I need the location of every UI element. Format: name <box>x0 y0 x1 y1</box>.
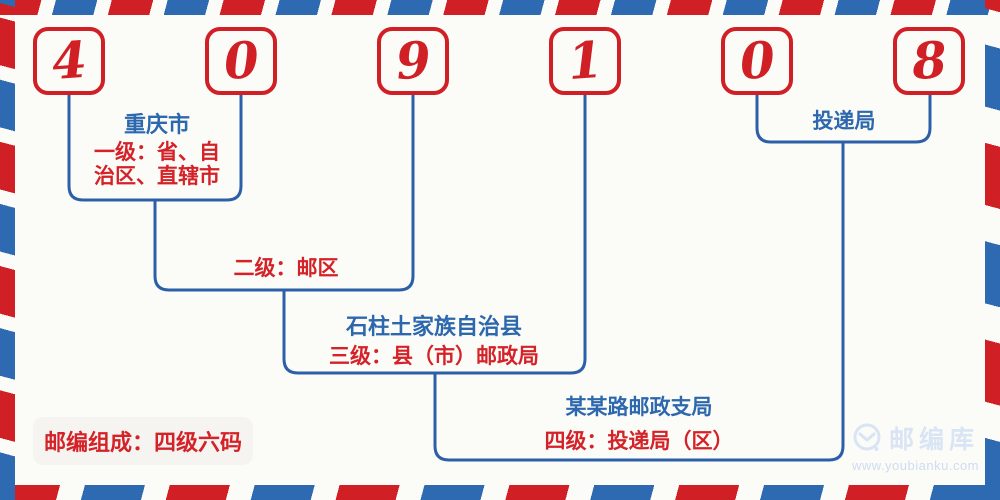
site-branding[interactable]: 邮编库 www.youbianku.com <box>852 420 987 473</box>
level1-desc-line1: 一级：省、自 <box>94 141 220 164</box>
level4-place-label: 某某路邮政支局 <box>565 396 713 419</box>
site-url[interactable]: www.youbianku.com <box>852 458 979 473</box>
digit-3: 9 <box>393 29 433 92</box>
envelope-in-circle-icon <box>853 423 881 451</box>
level3-place-label: 石柱土家族自治县 <box>345 314 523 339</box>
level1-desc-line2: 治区、直辖市 <box>94 165 220 188</box>
composition-note-box: 邮编组成：四级六码 <box>33 417 253 465</box>
level1-place-label: 重庆市 <box>123 112 191 137</box>
digit-box-3: 9 <box>377 27 449 95</box>
delivery-office-label: 投递局 <box>812 110 876 133</box>
level3-desc-label: 三级：县（市）邮政局 <box>329 345 539 368</box>
digit-4: 1 <box>565 29 605 92</box>
level2-desc-label: 二级：邮区 <box>233 257 339 280</box>
digit-1: 4 <box>49 29 89 92</box>
digit-box-6: 8 <box>893 27 965 95</box>
digit-6: 8 <box>909 29 949 92</box>
digit-box-5: 0 <box>721 27 793 95</box>
delivery-bracket <box>755 93 932 144</box>
digit-2: 0 <box>221 29 261 92</box>
digit-box-2: 0 <box>205 27 277 95</box>
digit-box-1: 4 <box>33 27 105 95</box>
level1-desc-label: 一级：省、自 治区、直辖市 <box>77 141 237 189</box>
composition-note-text: 邮编组成：四级六码 <box>43 430 242 455</box>
site-name[interactable]: 邮编库 <box>889 426 980 454</box>
level4-desc-label: 四级：投递局（区） <box>544 430 734 453</box>
digit-5: 0 <box>737 29 777 92</box>
level4-bracket <box>433 140 845 462</box>
digit-box-4: 1 <box>549 27 621 95</box>
